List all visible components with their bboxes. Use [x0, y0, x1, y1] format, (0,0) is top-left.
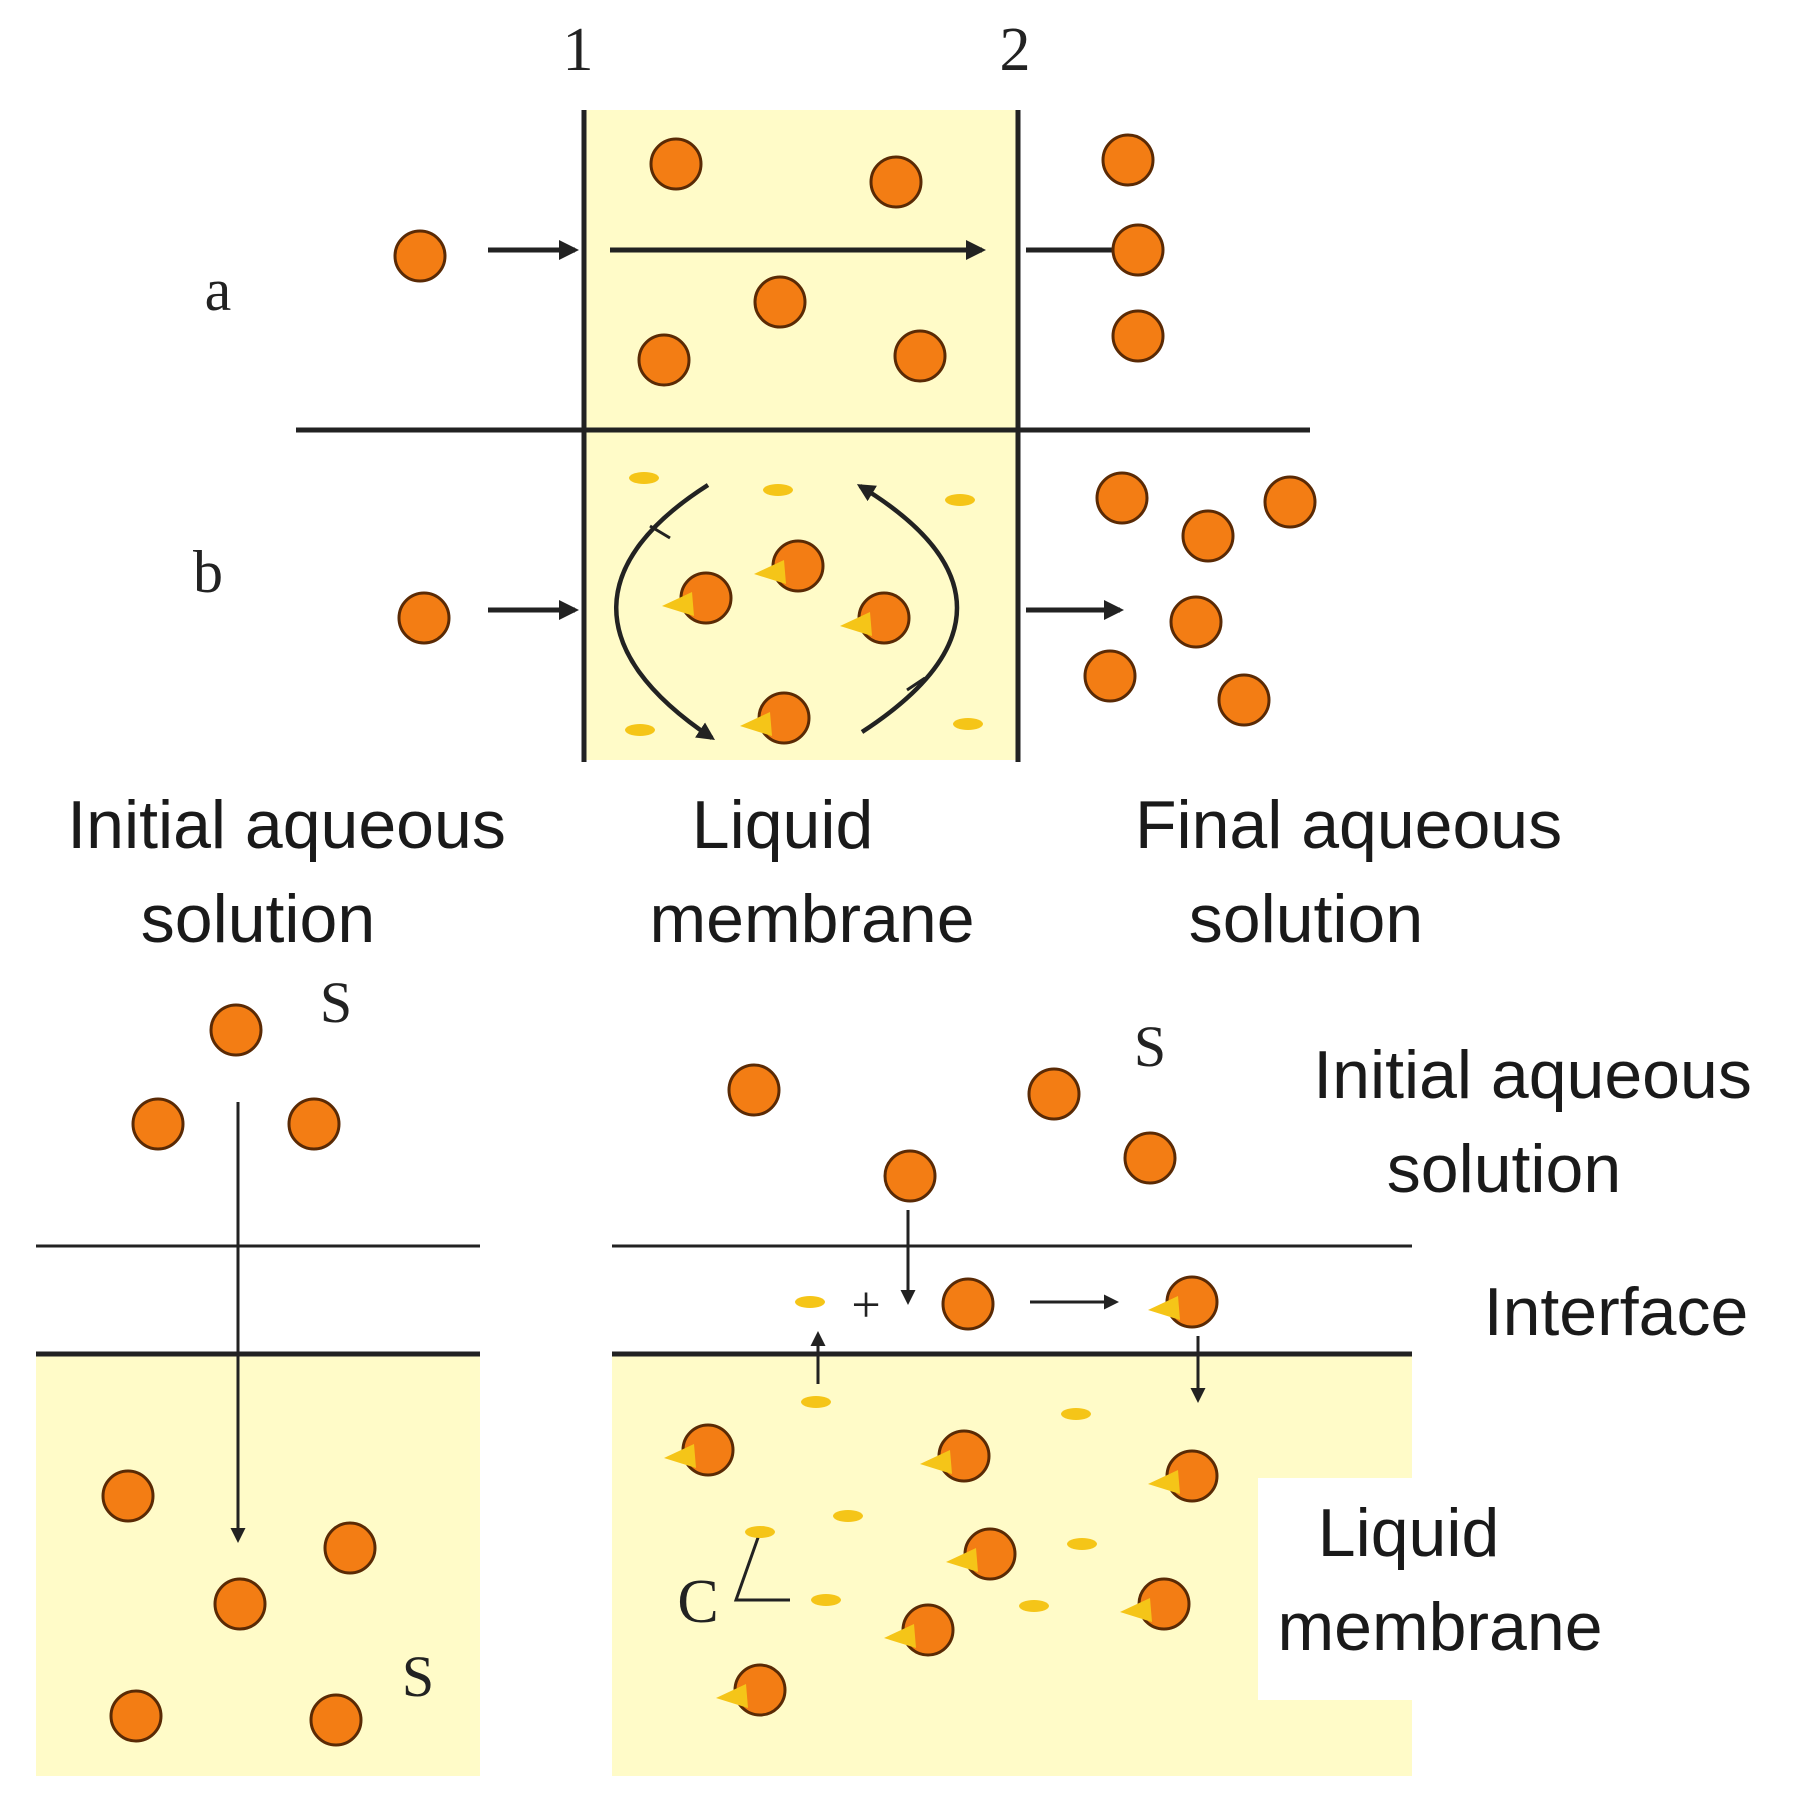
- carrier-cycle-arrow-down: [614, 483, 715, 740]
- br-label-liquid-membrane: Liquid membrane: [1277, 1495, 1602, 1665]
- solute-carrier-complex-icon: [1148, 1449, 1219, 1503]
- particles-layer: [101, 133, 1317, 1747]
- solute-particle-icon: [1111, 309, 1165, 363]
- bl-label-s-top: S: [320, 970, 352, 1035]
- carrier-molecule-icon: [1061, 1408, 1091, 1420]
- carrier-molecule-icon: [1067, 1538, 1097, 1550]
- solute-particle-icon: [309, 1693, 363, 1747]
- solute-particle-icon: [649, 137, 703, 191]
- carrier-molecule-icon: [945, 494, 975, 506]
- br-label-interface: Interface: [1484, 1274, 1749, 1350]
- solute-particle-icon: [637, 333, 691, 387]
- solute-carrier-complex-icon: [884, 1603, 955, 1657]
- solute-carrier-complex-icon: [1148, 1275, 1219, 1329]
- bottom-right-diagram: + C S Initial aqueous solution Interface…: [612, 1014, 1770, 1776]
- solute-particle-icon: [893, 329, 947, 383]
- br-label-initial-aqueous-solution: Initial aqueous solution: [1313, 1037, 1770, 1207]
- solute-particle-icon: [1083, 649, 1137, 703]
- label-initial-aqueous-solution-top: Initial aqueous solution: [67, 787, 524, 957]
- solute-particle-icon: [1123, 1131, 1177, 1185]
- solute-particle-icon: [131, 1097, 185, 1151]
- solute-particle-icon: [323, 1521, 377, 1575]
- br-membrane-label-backdrop: [1258, 1478, 1628, 1700]
- carrier-molecule-icon: [833, 1510, 863, 1522]
- solute-particle-icon: [393, 229, 447, 283]
- solute-particle-icon: [101, 1469, 155, 1523]
- solute-particle-icon: [1027, 1067, 1081, 1121]
- carrier-molecule-icon: [1019, 1600, 1049, 1612]
- solute-carrier-complex-icon: [662, 571, 733, 625]
- boundary-label-1: 1: [563, 16, 594, 84]
- carrier-cycle-arrow-up: [856, 484, 960, 734]
- carrier-molecule-icon: [629, 472, 659, 484]
- solute-particle-icon: [1095, 471, 1149, 525]
- solute-carrier-complex-icon: [920, 1429, 991, 1483]
- label-final-aqueous-solution: Final aqueous solution: [1135, 787, 1581, 957]
- carrier-molecule-icon: [811, 1594, 841, 1606]
- boundary-label-2: 2: [1000, 16, 1031, 84]
- carrier-molecule-icon: [625, 724, 655, 736]
- solute-particle-icon: [727, 1063, 781, 1117]
- solute-carrier-complex-icon: [754, 539, 825, 593]
- solute-particle-icon: [1217, 673, 1271, 727]
- solute-carrier-complex-icon: [840, 591, 911, 645]
- bottom-left-diagram: S S: [36, 970, 480, 1776]
- label-liquid-membrane-top: Liquid membrane: [649, 787, 974, 957]
- solute-particle-icon: [397, 591, 451, 645]
- solute-particle-icon: [869, 155, 923, 209]
- br-label-s: S: [1134, 1014, 1166, 1079]
- solute-carrier-complex-icon: [716, 1663, 787, 1717]
- solute-particle-icon: [941, 1277, 995, 1331]
- solute-particle-icon: [1169, 595, 1223, 649]
- carrier-molecule-icon: [953, 718, 983, 730]
- solute-particle-icon: [209, 1003, 263, 1057]
- solute-carrier-complex-icon: [664, 1423, 735, 1477]
- membrane-region-bottom-left: [36, 1356, 480, 1776]
- carrier-cycle-tick-1: [649, 524, 671, 540]
- solute-particle-icon: [1181, 509, 1235, 563]
- bl-label-s-bottom: S: [402, 1644, 434, 1709]
- solute-carrier-complex-icon: [946, 1527, 1017, 1581]
- carrier-cycle-tick-2: [906, 676, 926, 692]
- membrane-region-top: [584, 110, 1018, 760]
- solute-particle-icon: [287, 1097, 341, 1151]
- solute-particle-icon: [1101, 133, 1155, 187]
- row-label-a: a: [205, 257, 232, 323]
- top-diagram: 1 2 a b Initial aqueous solution Liquid …: [67, 16, 1581, 957]
- br-carrier-pointer: [733, 1531, 790, 1602]
- carrier-molecule-icon: [763, 484, 793, 496]
- carrier-molecule-icon: [745, 1526, 775, 1538]
- br-label-carrier-c: C: [677, 1568, 718, 1636]
- solute-particle-icon: [213, 1577, 267, 1631]
- solute-particle-icon: [109, 1689, 163, 1743]
- solute-particle-icon: [1263, 475, 1317, 529]
- row-label-b: b: [193, 539, 223, 605]
- solute-particle-icon: [1111, 223, 1165, 277]
- solute-particle-icon: [753, 275, 807, 329]
- carrier-molecule-icon: [795, 1296, 825, 1308]
- solute-particle-icon: [883, 1149, 937, 1203]
- solute-carrier-complex-icon: [740, 691, 811, 745]
- br-label-plus: +: [851, 1277, 880, 1334]
- solute-carrier-complex-icon: [1120, 1577, 1191, 1631]
- carrier-molecule-icon: [801, 1396, 831, 1408]
